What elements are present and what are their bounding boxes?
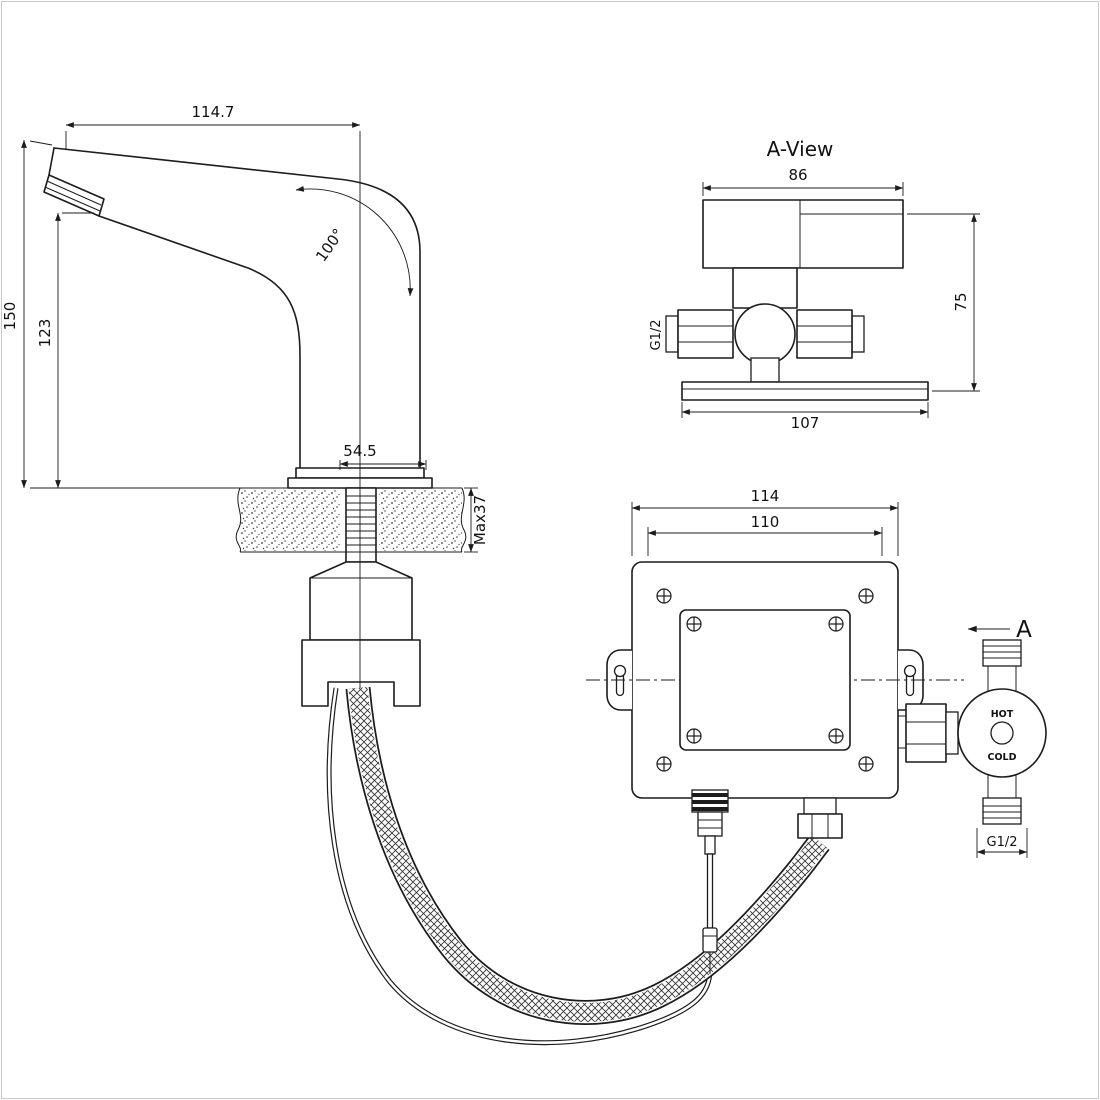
section-arrow: A bbox=[967, 617, 1032, 643]
a-view-title: A-View bbox=[767, 137, 834, 161]
corner-screws bbox=[656, 588, 874, 772]
a-view-neck bbox=[732, 267, 798, 309]
dim-a-view-base-label: 107 bbox=[791, 414, 820, 432]
hot-inlet-thread bbox=[982, 639, 1022, 667]
dim-box-inner: 110 bbox=[647, 513, 883, 556]
section-label: A bbox=[1016, 617, 1032, 643]
faucet-side-view: 100° bbox=[43, 131, 433, 707]
screw-icon bbox=[656, 756, 672, 772]
connection-collar bbox=[945, 711, 959, 755]
screw-icon bbox=[656, 588, 672, 604]
dim-spout-reach: 114.7 bbox=[65, 103, 361, 150]
dim-a-view-width: 86 bbox=[702, 166, 904, 196]
keyhole-slot-right bbox=[905, 671, 915, 697]
dim-box-outer: 114 bbox=[631, 487, 899, 556]
threaded-shank bbox=[345, 487, 377, 563]
a-view-left-hex bbox=[677, 309, 734, 359]
a-view: A-View G1/2 86 75 bbox=[649, 137, 980, 432]
cold-inlet-thread bbox=[982, 797, 1022, 825]
spout-tip-edge bbox=[48, 147, 55, 176]
solenoid-cable-connector bbox=[691, 789, 729, 974]
cable-stem bbox=[704, 835, 716, 855]
dim-a-view-width-label: 86 bbox=[788, 166, 807, 184]
dim-deck-thickness: Max37 bbox=[464, 487, 489, 553]
hose-connector bbox=[797, 797, 843, 839]
screw-icon bbox=[828, 616, 844, 632]
keyhole-left bbox=[613, 664, 627, 678]
a-view-right-cap bbox=[851, 315, 865, 353]
a-view-right-hex bbox=[796, 309, 853, 359]
connection-hex-nut bbox=[905, 703, 947, 763]
dim-outlet-height-label: 123 bbox=[36, 319, 54, 348]
mixer-valve-assembly: HOT COLD G1/2 bbox=[898, 639, 1047, 858]
dim-outlet-height: 123 bbox=[36, 212, 94, 489]
a-view-top-block bbox=[702, 199, 904, 269]
sensor-cable bbox=[326, 687, 713, 1046]
valve-screw bbox=[990, 721, 1014, 745]
faucet-inner-edge bbox=[98, 215, 301, 469]
valve-thread-label: G1/2 bbox=[987, 835, 1018, 850]
dim-deck-label: Max37 bbox=[471, 495, 489, 545]
sensor-plug bbox=[702, 927, 718, 953]
deck-hatch-right bbox=[379, 489, 462, 551]
dim-spout-reach-label: 114.7 bbox=[192, 103, 235, 121]
dim-base: 54.5 bbox=[339, 442, 427, 470]
aerator bbox=[43, 174, 105, 217]
hose-collar bbox=[803, 797, 837, 815]
dim-box-inner-label: 110 bbox=[751, 513, 780, 531]
dim-total-height-label: 150 bbox=[1, 302, 19, 331]
dim-a-view-height: 75 bbox=[907, 213, 980, 392]
screw-icon bbox=[686, 728, 702, 744]
control-box: 114 110 A bbox=[586, 487, 1032, 799]
mounting-cone bbox=[309, 561, 413, 641]
keyhole-right bbox=[903, 664, 917, 678]
a-view-base-plate bbox=[681, 381, 929, 401]
dim-base-label: 54.5 bbox=[343, 442, 376, 460]
dim-a-view-base: 107 bbox=[681, 402, 929, 432]
control-box-lid bbox=[679, 609, 851, 751]
hose-hex-nut bbox=[797, 813, 843, 839]
screw-icon bbox=[858, 588, 874, 604]
a-view-thread-label: G1/2 bbox=[649, 320, 664, 351]
deck-section bbox=[235, 487, 467, 553]
dim-a-view-height-label: 75 bbox=[952, 292, 970, 311]
a-view-stem bbox=[750, 357, 780, 383]
a-view-valve-body bbox=[734, 303, 796, 365]
keyhole-slot-left bbox=[615, 671, 625, 697]
screw-icon bbox=[686, 616, 702, 632]
deck-broken-edge-left bbox=[235, 487, 242, 553]
braided-supply-hose bbox=[345, 686, 830, 1025]
dim-box-outer-label: 114 bbox=[751, 487, 780, 505]
screw-icon bbox=[858, 756, 874, 772]
cable-rod bbox=[706, 853, 714, 929]
castellated-nut bbox=[301, 639, 421, 707]
dim-valve-thread: G1/2 bbox=[976, 828, 1028, 858]
cable-hex bbox=[697, 811, 723, 837]
screw-icon bbox=[828, 728, 844, 744]
deck-broken-edge-right bbox=[460, 487, 467, 553]
deck-hatch-left bbox=[241, 489, 341, 551]
dim-total-height: 150 bbox=[1, 139, 242, 489]
cold-label: COLD bbox=[988, 752, 1017, 763]
a-view-left-cap bbox=[665, 315, 679, 353]
mounting-hardware bbox=[301, 561, 421, 707]
hot-label: HOT bbox=[991, 709, 1014, 720]
